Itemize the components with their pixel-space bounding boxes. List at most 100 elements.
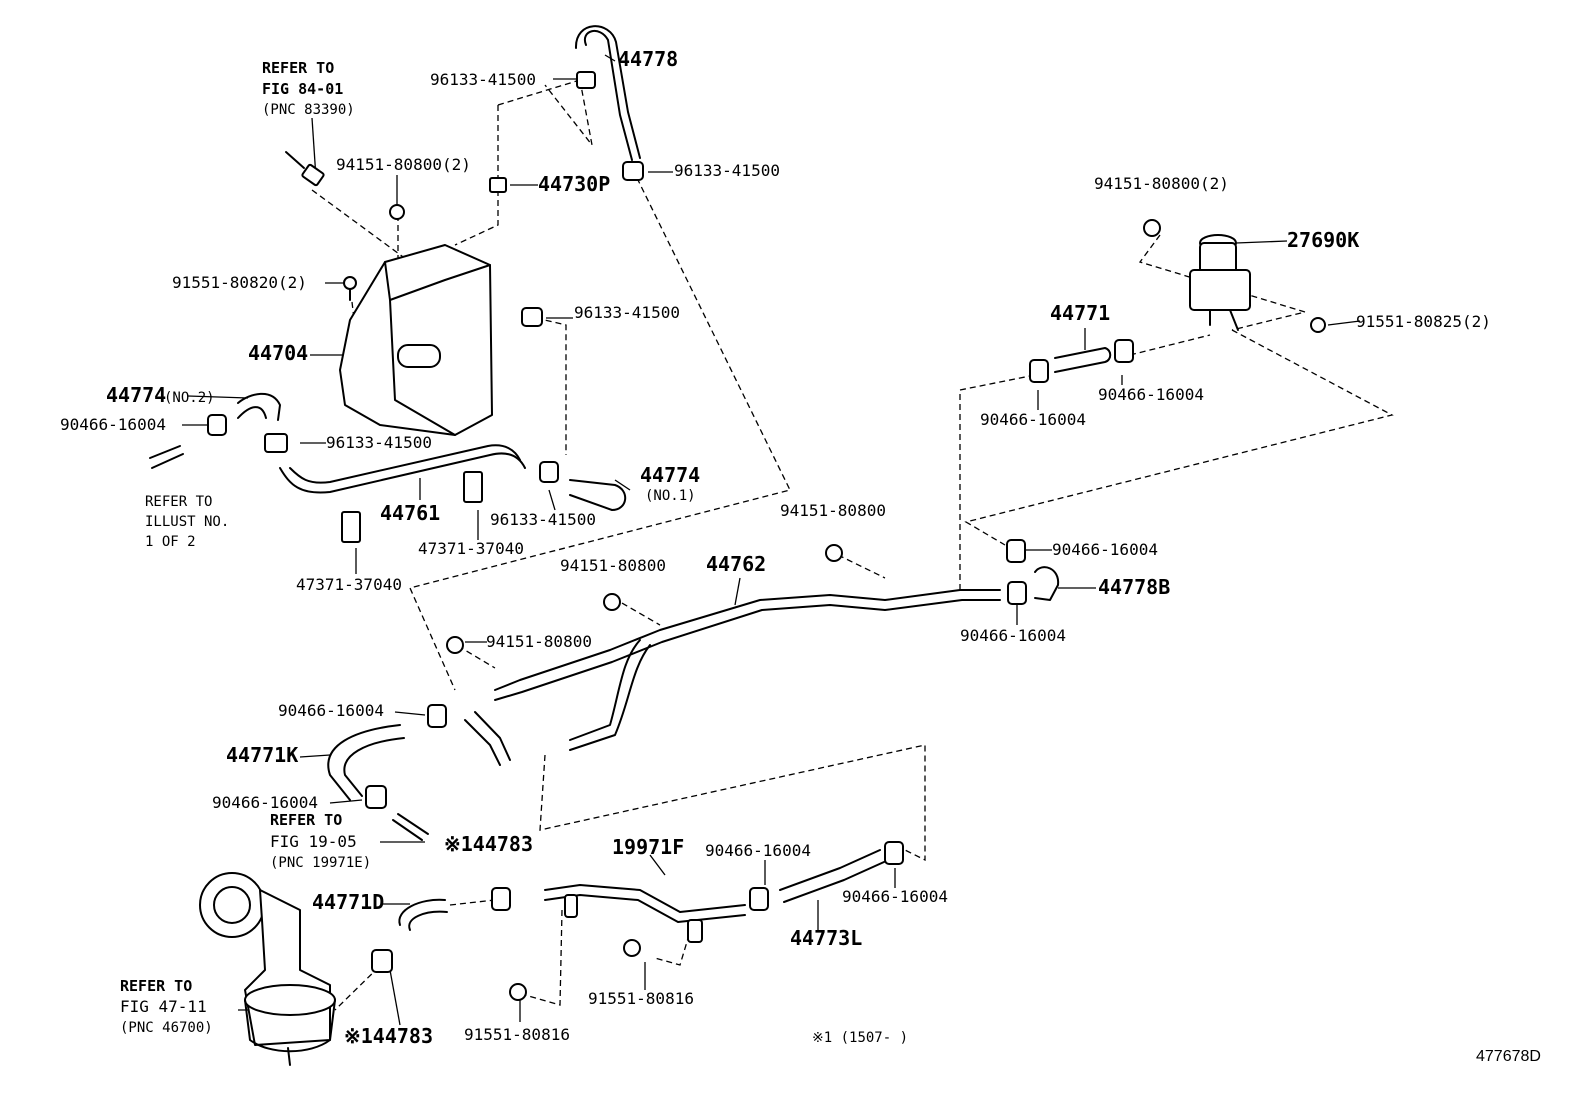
label-refer-8401-line1: REFER TO [262, 59, 334, 77]
label-90466-16004-e: 90466-16004 [960, 626, 1066, 645]
pipe-44762 [464, 589, 1001, 766]
clamp-96133-b [622, 161, 644, 181]
label-96133-41500-b: 96133-41500 [674, 161, 780, 180]
label-90466-16004-f: 90466-16004 [278, 701, 384, 720]
label-96133-41500-e: 96133-41500 [490, 510, 596, 529]
label-94151-80800-e: 94151-80800 [486, 632, 592, 651]
bracket-47371-b [341, 511, 361, 543]
label-90466-16004-d: 90466-16004 [1052, 540, 1158, 559]
hose-44771k [327, 724, 405, 801]
clamp-96133-c [521, 307, 543, 327]
valve-44730p [489, 177, 507, 193]
nut-94151-e [446, 636, 464, 654]
clamp-96133-d [264, 433, 288, 453]
bolt-91551-80816-b [623, 939, 641, 957]
clamp-90466-h [749, 887, 769, 911]
label-44771: 44771 [1050, 301, 1110, 325]
hose-44771 [1054, 347, 1112, 373]
label-90466-16004-i: 90466-16004 [842, 887, 948, 906]
throttle-body-46700 [199, 872, 336, 1053]
clamp-96133-e [539, 461, 559, 483]
pipe-stub-bottom [287, 1047, 291, 1066]
bolt-91551-80825 [1310, 317, 1326, 333]
label-refer-4711-line3: (PNC 46700) [120, 1020, 213, 1036]
hose-44771d [398, 898, 448, 931]
clamp-90466-b [1114, 339, 1134, 363]
label-44778b: 44778B [1098, 575, 1170, 599]
label-90466-16004-h: 90466-16004 [705, 841, 811, 860]
clamp-44783-a [491, 887, 511, 911]
hose-44778b [1034, 566, 1060, 601]
label-90466-16004-b: 90466-16004 [1098, 385, 1204, 404]
label-90466-16004-a: 90466-16004 [60, 415, 166, 434]
nut-94151-c [825, 544, 843, 562]
label-44704: 44704 [248, 341, 308, 365]
label-47371-37040-a: 47371-37040 [418, 539, 524, 558]
pipe-stub-left [149, 445, 184, 469]
hose-44778 [574, 25, 641, 161]
clamp-90466-a [207, 414, 227, 436]
clamp-90466-c [1029, 359, 1049, 383]
label-44783-a: ※144783 [444, 832, 533, 856]
clamp-44783-b [371, 949, 393, 973]
label-44771d: 44771D [312, 890, 384, 914]
label-refer-1905-line3: (PNC 19971E) [270, 855, 371, 871]
label-91551-80816-a: 91551-80816 [588, 989, 694, 1008]
label-44783-b: ※144783 [344, 1024, 433, 1048]
labels: 44778 96133-41500 REFER TO FIG 84-01 (PN… [60, 47, 1541, 1065]
label-refer-4711-line1: REFER TO [120, 977, 192, 995]
label-44761: 44761 [380, 501, 440, 525]
bolt-91551-80820 [343, 276, 357, 301]
hose-44761 [279, 444, 526, 494]
label-refer-1905-line2: FIG 19-05 [270, 832, 357, 851]
label-44778: 44778 [618, 47, 678, 71]
sensor-83390 [285, 151, 325, 187]
label-refer-illust-line3: 1 OF 2 [145, 534, 196, 550]
label-96133-41500-top: 96133-41500 [430, 70, 536, 89]
label-27690k: 27690K [1287, 228, 1359, 252]
label-94151-80800-d: 94151-80800 [560, 556, 666, 575]
label-refer-illust-line1: REFER TO [145, 494, 212, 510]
label-91551-80820-2: 91551-80820(2) [172, 273, 307, 292]
label-96133-41500-d: 96133-41500 [326, 433, 432, 452]
pipe-19971e [392, 813, 429, 841]
label-94151-80800-2-a: 94151-80800(2) [336, 155, 471, 174]
label-90466-16004-c: 90466-16004 [980, 410, 1086, 429]
clamp-96133-top [576, 71, 596, 89]
label-44762: 44762 [706, 552, 766, 576]
bracket-47371-a [463, 471, 483, 503]
label-refer-8401-line3: (PNC 83390) [262, 102, 355, 118]
label-refer-4711-line2: FIG 47-11 [120, 997, 207, 1016]
label-44771k: 44771K [226, 743, 298, 767]
label-44774-no2: 44774 [106, 383, 166, 407]
label-91551-80825-2: 91551-80825(2) [1356, 312, 1491, 331]
label-96133-41500-c: 96133-41500 [574, 303, 680, 322]
label-47371-37040-b: 47371-37040 [296, 575, 402, 594]
hose-44774-no1 [569, 479, 627, 511]
label-44774-no1-sub: (NO.1) [645, 488, 696, 504]
label-diagram-code: 477678D [1476, 1048, 1541, 1065]
clamp-90466-g [365, 785, 387, 809]
nut-94151-b [1143, 219, 1161, 237]
label-94151-80800-c: 94151-80800 [780, 501, 886, 520]
label-refer-8401-line2: FIG 84-01 [262, 80, 343, 98]
nut-94151-d [603, 593, 621, 611]
elbow-44774-no2 [237, 392, 281, 421]
label-refer-illust-line2: ILLUST NO. [145, 514, 229, 530]
label-19971f: 19971F [612, 835, 684, 859]
label-91551-80816-b: 91551-80816 [464, 1025, 570, 1044]
label-94151-80800-2-b: 94151-80800(2) [1094, 174, 1229, 193]
label-footnote: ※1 (1507- ) [812, 1030, 908, 1046]
clamp-90466-e [1007, 581, 1027, 605]
clamp-90466-i [884, 841, 904, 865]
label-44774-no2-sub: (NO.2) [164, 390, 215, 406]
label-44774-no1: 44774 [640, 463, 700, 487]
clamp-90466-d [1006, 539, 1026, 563]
label-44730p: 44730P [538, 172, 610, 196]
vsv-27690k [1189, 234, 1251, 331]
label-90466-16004-g: 90466-16004 [212, 793, 318, 812]
pipe-19971f [544, 884, 746, 943]
clamp-90466-f [427, 704, 447, 728]
